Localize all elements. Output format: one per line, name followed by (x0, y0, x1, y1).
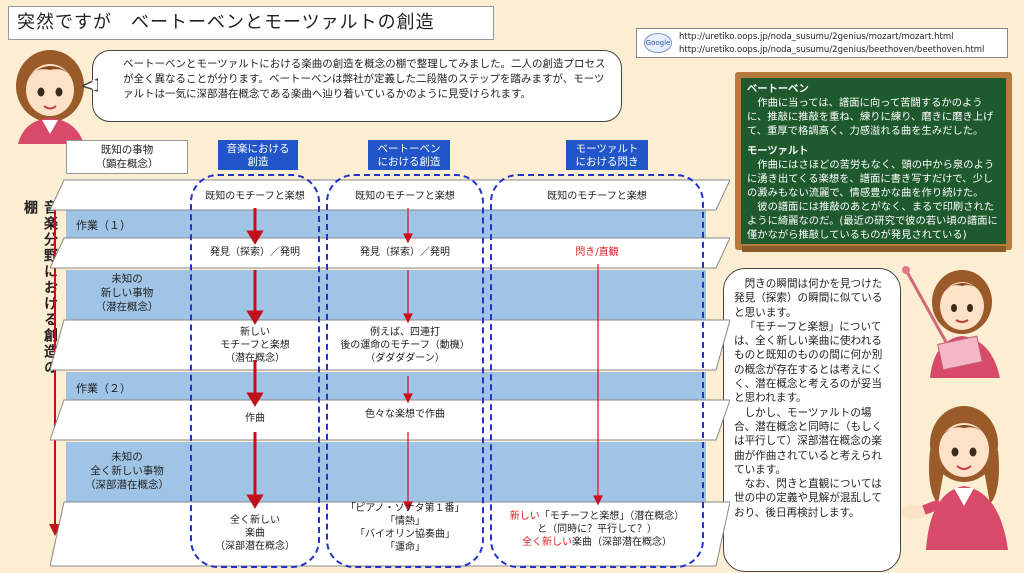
cell-general-unknown: 新しい モチーフと楽想 （潜在概念） (220, 327, 290, 364)
cell-mozart-known: 既知のモチーフと楽想 (547, 191, 647, 202)
shelf-deep (50, 501, 730, 567)
column-general (190, 174, 320, 568)
row-label-work1: 作業（１） (76, 219, 131, 232)
band-work1 (66, 208, 706, 238)
cell-beethoven-unknown: 例えば、四連打 後の運命のモチーフ（動機） （ダダダダーン） (340, 327, 470, 364)
mozart-link[interactable]: http://uretiko.oops.jp/noda_susumu/2geni… (679, 32, 954, 42)
explanation-bubble: 閃きの瞬間は何かを見つけた発見（探索）の瞬間に似ていると思います。 「モチーフと… (723, 268, 901, 572)
beethoven-link[interactable]: http://uretiko.oops.jp/noda_susumu/2geni… (679, 45, 985, 55)
mozart-deep-allnew: 全く新しい (522, 537, 572, 548)
explanation-p3: しかし、モーツァルトの場合、潜在概念と同時に（もしくは平行して）深部潜在概念の楽… (734, 406, 883, 476)
board-beethoven-heading: ベートーベン (747, 83, 809, 95)
column-mozart (490, 174, 704, 568)
row-label-deep: 未知の 全く新しい事物 （深部潜在概念） (85, 451, 169, 491)
header-general-creation: 音楽における 創造 (218, 140, 298, 170)
explanation-p1: 閃きの瞬間は何かを見つけた発見（探索）の瞬間に似ていると思います。 (734, 278, 883, 319)
header-mozart-inspiration: モーツァルト における閃き (566, 140, 648, 170)
row-label-unknown: 未知の 新しい事物 （潜在概念） (95, 273, 159, 313)
mozart-deep-motif: 「モチーフと楽想」（潜在概念） (539, 511, 685, 522)
teacher-with-pointer-icon (902, 266, 1000, 378)
presenter-woman-icon (16, 50, 84, 144)
intro-bubble: ベートーベンとモーツァルトにおける楽曲の創造を概念の棚で整理してみました。二人の… (92, 50, 622, 122)
row-label-work2: 作業（２） (76, 382, 131, 395)
mozart-deep-simultaneous: と（同時に？平行して？） (537, 524, 657, 535)
band-deep (66, 442, 706, 502)
cell-general-work2: 作曲 (245, 413, 265, 424)
arrow-beethoven (403, 208, 413, 512)
bubble-tail (82, 78, 98, 92)
band-unknown (66, 270, 706, 320)
row-label-known: 既知の事物 （顕在概念） (66, 140, 188, 174)
page-title: 突然ですが ベートーベンとモーツァルトの創造 (8, 6, 494, 40)
band-work2 (66, 372, 706, 400)
mozart-deep-new: 新しい (509, 511, 540, 522)
shelf-work2 (50, 399, 730, 441)
cell-beethoven-known: 既知のモチーフと楽想 (355, 191, 455, 202)
cell-general-deep: 全く新しい 楽曲 （深部潜在概念） (215, 515, 295, 552)
cell-mozart-work1: 閃き/直観 (575, 247, 619, 258)
cell-general-work1: 発見（探索）／発明 (210, 247, 300, 258)
cell-beethoven-deep: 「ピアノ・ソナタ第１番」 「情熱」 「バイオリン協奏曲」 「運命」 (345, 503, 465, 553)
cell-mozart-deep: 新しい「モチーフと楽想」（潜在概念） と（同時に？平行して？） 全く新しい楽曲（… (496, 510, 698, 549)
shelf-work1 (50, 237, 730, 269)
cell-general-known: 既知のモチーフと楽想 (205, 191, 305, 202)
mozart-deep-piece: 楽曲（深部潜在概念） (572, 537, 672, 548)
explanation-p2: 「モチーフと楽想」については、全く新しい楽曲に使われるものと既知のものの間に何か… (734, 320, 883, 405)
column-beethoven (326, 174, 484, 568)
shelves (50, 179, 730, 567)
arrow-general (246, 208, 264, 509)
board-beethoven-text: 作曲に当っては、譜面に向って苦闘するかのように、推敲に推敲を重ね、練りに練り、磨… (747, 97, 994, 137)
google-icon: Google (644, 33, 672, 53)
source-links: http://uretiko.oops.jp/noda_susumu/2geni… (636, 28, 1008, 58)
board-mozart-text-1: 作曲にはさほどの苦労もなく、頭の中から泉のように湧き出てくる楽想を、譜面に書き写… (747, 159, 995, 199)
cell-beethoven-work1: 発見（探索）／発明 (360, 247, 450, 258)
shelf-unknown (50, 319, 730, 371)
chalkboard: ベートーベン 作曲に当っては、譜面に向って苦闘するかのように、推敲に推敲を重ね、… (741, 78, 1006, 244)
cell-beethoven-work2: 色々な楽想で作曲 (365, 409, 445, 420)
board-mozart-heading: モーツァルト (747, 145, 809, 157)
board-mozart-text-2: 彼の譜面には推敲のあとがなく、まるで印刷されたように綺麗なのだ。(最近の研究で彼… (747, 201, 998, 241)
explanation-p4: なお、閃きと直観については世の中の定義や見解が混乱しており、後日再検討します。 (734, 478, 882, 519)
arrow-mozart (593, 264, 603, 506)
chalk-tray (742, 246, 1006, 252)
header-beethoven-creation: ベートーベン における創造 (368, 140, 450, 170)
presenter-woman-right-icon (902, 406, 1008, 550)
